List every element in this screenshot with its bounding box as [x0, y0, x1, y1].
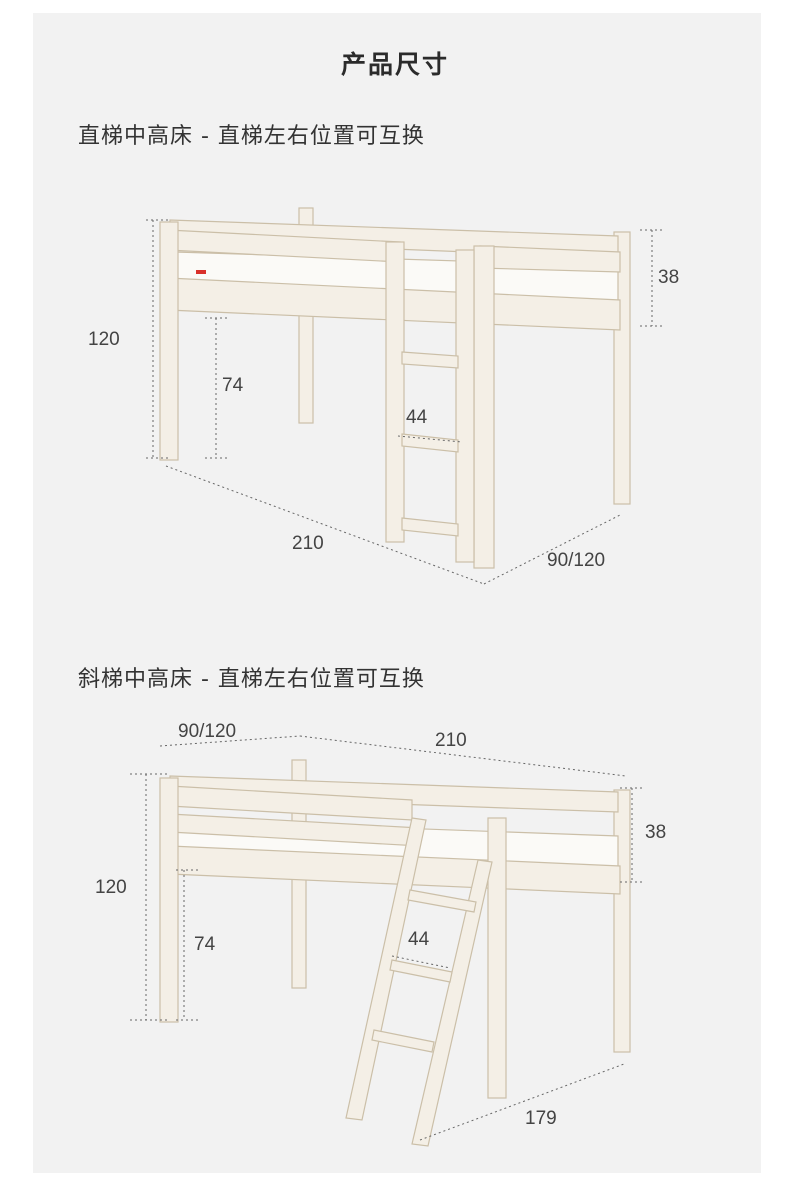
section1-subtitle: 直梯中高床 - 直梯左右位置可互换 — [78, 124, 425, 149]
dim-height-total: 120 — [95, 877, 127, 898]
ladder-left-rail — [345, 817, 427, 1121]
ladder-rung — [401, 517, 459, 537]
dim-ladder-width: 44 — [408, 929, 430, 950]
straight-ladder-bed-illustration — [146, 207, 664, 585]
front-right-post — [487, 817, 507, 1099]
dim-height-under: 74 — [222, 375, 244, 396]
back-right-post — [613, 789, 631, 1053]
dim-height-total: 120 — [88, 329, 120, 350]
dim-rail-height: 38 — [658, 267, 680, 288]
ladder-rung — [401, 351, 459, 369]
dim-line-width — [159, 735, 301, 747]
ladder-rung — [389, 959, 453, 983]
ladder-right-rail — [411, 859, 493, 1147]
front-left-post — [159, 221, 179, 461]
mattress-tag — [196, 270, 206, 274]
section2-subtitle: 斜梯中高床 - 直梯左右位置可互换 — [78, 667, 425, 692]
dim-line-width — [483, 513, 623, 585]
dim-line-ladder-width — [397, 435, 463, 443]
dim-line-footprint — [419, 1063, 625, 1141]
content-panel — [33, 13, 761, 1173]
dim-length: 210 — [435, 730, 467, 751]
ladder-rung — [371, 1029, 435, 1053]
page-title: 产品尺寸 — [340, 50, 449, 79]
ladder-right-rail — [455, 249, 475, 563]
dim-footprint: 179 — [525, 1108, 557, 1129]
dim-width: 90/120 — [547, 550, 606, 571]
dim-width: 90/120 — [178, 721, 237, 742]
dim-length: 210 — [292, 533, 324, 554]
dim-line-length — [165, 465, 485, 585]
ladder-rung — [407, 889, 477, 913]
dim-rail-height: 38 — [645, 822, 667, 843]
front-left-post — [159, 777, 179, 1023]
ladder-rung — [401, 433, 459, 453]
dim-height-under: 74 — [194, 934, 216, 955]
dim-ladder-width: 44 — [406, 407, 428, 428]
ladder-left-rail — [385, 241, 405, 543]
